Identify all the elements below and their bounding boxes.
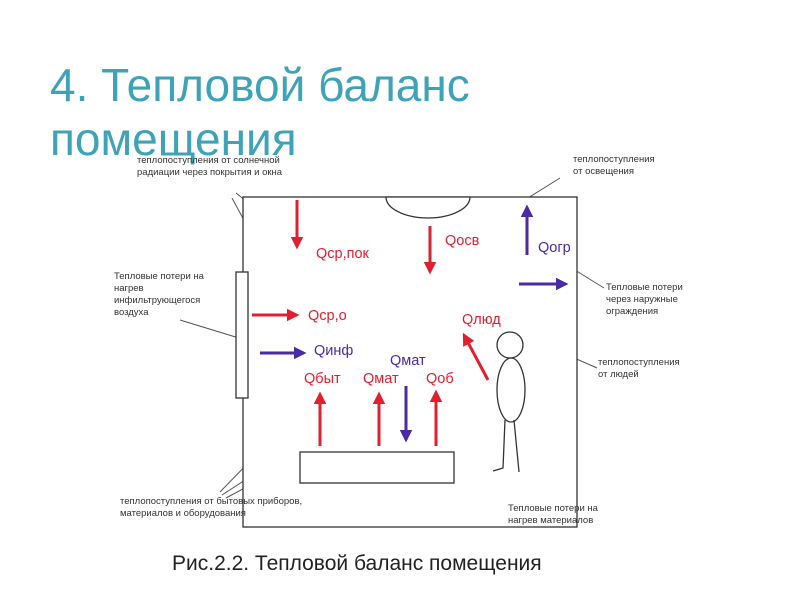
ceiling-lamp bbox=[385, 196, 471, 219]
callout-people: теплопоступления от людей bbox=[598, 357, 682, 380]
quantity-labels: Qср,пок Qосв Qогр Qср,о Qинф Qлюд Qмат Q… bbox=[304, 233, 571, 387]
callout-infiltration: Тепловые потери на нагрев инфильтрующего… bbox=[114, 271, 207, 318]
label-q-inf: Qинф bbox=[314, 343, 353, 359]
callout-materials: Тепловые потери на нагрев материалов bbox=[508, 503, 601, 526]
equipment-box bbox=[299, 451, 455, 484]
label-q-ogr: Qогр bbox=[538, 240, 571, 256]
window bbox=[235, 271, 249, 399]
callout-solar: теплопоступления от солнечной радиации ч… bbox=[137, 155, 283, 178]
callout-enclosure: Тепловые потери через наружные ограждени… bbox=[606, 282, 685, 317]
label-q-mat-gain: Qмат bbox=[363, 371, 399, 387]
callouts: теплопоступления от солнечной радиации ч… bbox=[114, 154, 685, 526]
figure-caption: Рис.2.2. Тепловой баланс помещения bbox=[172, 552, 542, 575]
slide-title: 4. Тепловой баланс помещения bbox=[50, 59, 470, 165]
label-q-byt: Qбыт bbox=[304, 371, 341, 387]
room bbox=[235, 196, 578, 528]
label-q-sr-o: Qср,о bbox=[308, 308, 347, 324]
label-q-lyud: Qлюд bbox=[462, 312, 501, 328]
label-q-mat-loss: Qмат bbox=[390, 353, 426, 369]
arrow-q-lyud bbox=[462, 332, 490, 381]
callout-appliances: теплопоступления от бытовых приборов, ма… bbox=[120, 496, 305, 519]
label-q-ob: Qоб bbox=[426, 371, 454, 387]
label-q-osv: Qосв bbox=[445, 233, 480, 249]
callout-lighting: теплопоступления от освещения bbox=[573, 154, 657, 177]
heat-arrows bbox=[252, 200, 569, 446]
label-q-sr-pok: Qср,пок bbox=[316, 246, 370, 262]
person-figure bbox=[492, 331, 526, 473]
